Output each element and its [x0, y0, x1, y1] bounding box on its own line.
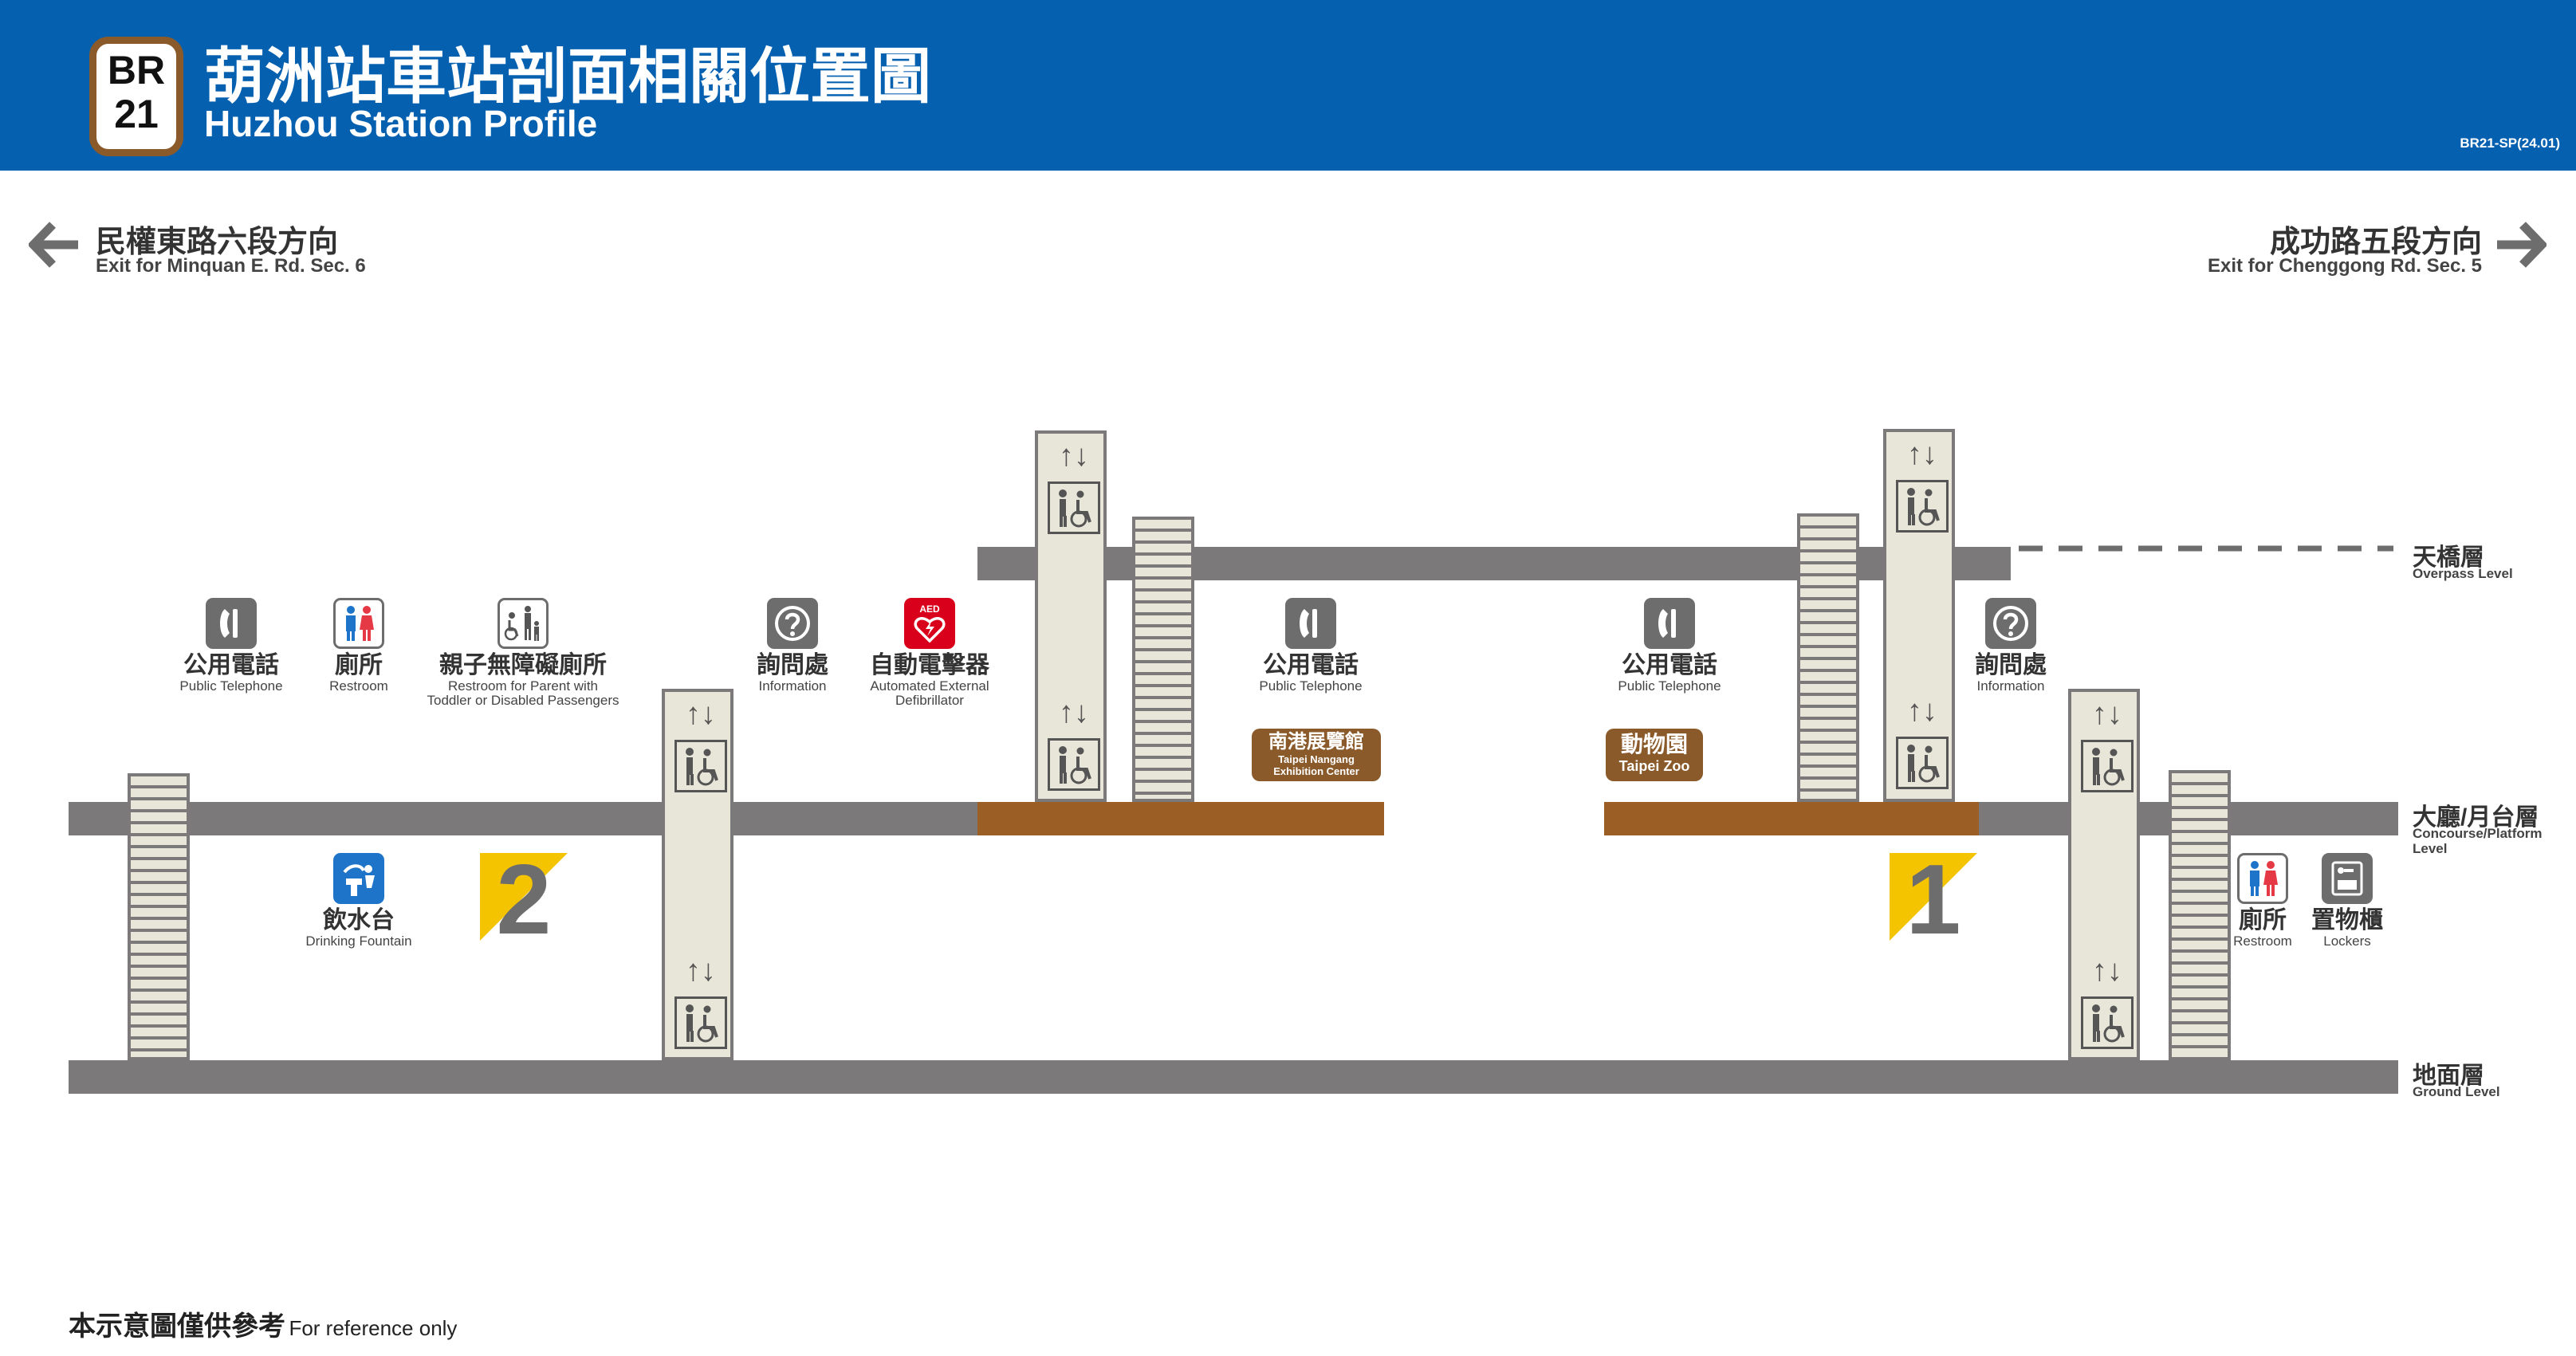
arrow-right-icon — [2497, 222, 2547, 268]
exit-number: 1 — [1905, 845, 1961, 955]
elevator-accessible-icon — [1896, 480, 1949, 533]
level-ground-en: Ground Level — [2413, 1084, 2500, 1099]
elevator-arrows-up-down: ↑↓ — [1059, 696, 1089, 729]
elevator-arrows-up-down: ↑↓ — [1059, 439, 1089, 473]
elevator-arrows-up-down: ↑↓ — [2092, 698, 2122, 731]
telephone-icon — [1285, 598, 1336, 649]
elevator-accessible-icon — [2081, 740, 2134, 792]
level-concourse-en-2: Level — [2413, 841, 2448, 856]
elevator-accessible-icon — [1048, 481, 1100, 534]
footer-note-en: For reference only — [289, 1316, 458, 1340]
elevator-arrows-up-down: ↑↓ — [1907, 438, 1937, 471]
information-icon — [767, 598, 818, 649]
ground-floor — [69, 1060, 2398, 1094]
telephone-icon — [206, 598, 257, 649]
level-ground-zh: 地面層 — [2413, 1063, 2484, 1089]
elevator-accessible-icon — [674, 740, 727, 792]
elevator-arrows-up-down: ↑↓ — [2092, 954, 2122, 988]
concourse-floor-left — [69, 802, 977, 835]
destination-tag-zoo: 動物園 Taipei Zoo — [1606, 729, 1703, 781]
elevator-accessible-icon — [1048, 738, 1100, 791]
elevator-arrows-up-down: ↑↓ — [686, 698, 716, 731]
station-number: 21 — [114, 92, 159, 136]
elevator-accessible-icon — [674, 996, 727, 1049]
stair-right — [2169, 770, 2231, 1060]
direction-right-en: Exit for Chenggong Rd. Sec. 5 — [2207, 255, 2482, 277]
exit-1-marker: 1 — [1890, 851, 1977, 949]
exit-number: 2 — [496, 845, 552, 955]
direction-left-en: Exit for Minquan E. Rd. Sec. 6 — [96, 255, 366, 277]
footer-note: 本示意圖僅供參考 For reference only — [69, 1304, 457, 1343]
destination-tag-nangang: 南港展覽館 Taipei Nangang Exhibition Center — [1252, 729, 1381, 781]
overpass-dashed-line — [2019, 545, 2393, 552]
elevator-left: ↑↓ ↑↓ — [662, 689, 733, 1060]
page-title-en: Huzhou Station Profile — [204, 103, 598, 144]
stair-center-left — [1132, 517, 1194, 802]
stair-left — [128, 773, 190, 1060]
platform-nangang — [977, 802, 1384, 835]
arrow-left-icon — [29, 222, 78, 268]
footer-note-zh: 本示意圖僅供參考 — [69, 1311, 285, 1342]
page-title-zh: 葫洲站車站剖面相關位置圖 — [204, 43, 931, 111]
level-overpass-zh: 天橋層 — [2413, 544, 2484, 571]
telephone-icon — [1644, 598, 1695, 649]
document-code: BR21-SP(24.01) — [2460, 136, 2560, 151]
stair-center-right — [1797, 513, 1859, 802]
station-code-badge: BR 21 — [89, 37, 183, 156]
elevator-right: ↑↓ ↑↓ — [2068, 689, 2140, 1060]
level-concourse-en: Concourse/Platform — [2413, 826, 2543, 841]
elevator-arrows-up-down: ↑↓ — [1907, 694, 1937, 728]
elevator-center-left: ↑↓ ↑↓ — [1035, 430, 1107, 802]
aed-icon: AED — [904, 598, 955, 649]
direction-left-zh: 民權東路六段方向 — [96, 226, 339, 259]
elevator-arrows-up-down: ↑↓ — [686, 954, 716, 988]
elevator-center-right: ↑↓ ↑↓ — [1883, 429, 1955, 802]
information-icon — [1985, 598, 2036, 649]
elevator-accessible-icon — [2081, 996, 2134, 1049]
exit-2-marker: 2 — [480, 851, 568, 949]
elevator-accessible-icon — [1896, 737, 1949, 789]
platform-zoo — [1604, 802, 1979, 835]
direction-right-zh: 成功路五段方向 — [2269, 226, 2482, 259]
line-code: BR — [107, 48, 166, 92]
level-concourse-zh: 大廳/月台層 — [2413, 804, 2539, 831]
restroom-icon — [333, 598, 384, 649]
drinking-fountain-icon — [333, 853, 384, 904]
locker-icon — [2322, 853, 2373, 904]
family-restroom-icon — [498, 598, 549, 649]
level-overpass-en: Overpass Level — [2413, 566, 2513, 581]
restroom-icon — [2237, 853, 2288, 904]
header-bar — [0, 0, 2576, 171]
